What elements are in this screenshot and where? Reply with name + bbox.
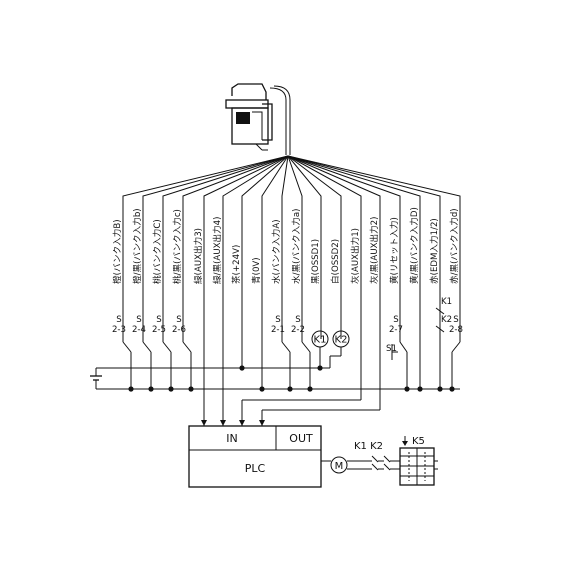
wire-1 [122, 155, 289, 332]
edm-k1-contact [435, 307, 445, 315]
junction-dot [188, 386, 194, 392]
plc-title: PLC [245, 462, 266, 475]
arrow [259, 420, 265, 426]
motor-symbol: M [335, 461, 344, 472]
wire-9 [281, 155, 289, 332]
relay-k1: K1 [311, 330, 329, 348]
wire-fan [122, 155, 461, 420]
wire-1-label: 橙(バンク入力B) [111, 219, 123, 284]
wire-7 [241, 155, 289, 368]
junction-dot [307, 386, 313, 392]
wire-10-label: 水/黒(バンク入力a) [290, 209, 302, 284]
relay-k2-label: K2 [335, 335, 348, 346]
junction-dot [239, 365, 245, 371]
plc-out-label: OUT [289, 432, 313, 445]
edm-k2-label: K2 [441, 315, 452, 325]
wire-15 [287, 155, 401, 332]
wire-2-label: 橙/黒(バンク入力b) [131, 208, 143, 284]
plc-in-label: IN [226, 432, 237, 445]
lower-wiring [96, 307, 461, 462]
wire-14-label: 灰/黒(AUX出力2) [368, 217, 380, 285]
switch-blade [122, 341, 132, 353]
switch-blade [162, 341, 172, 353]
relay-k1-label: K1 [314, 335, 327, 346]
plc-box: IN OUT PLC [188, 425, 322, 488]
k5-block: K5 [399, 436, 438, 486]
switch-blade [301, 341, 311, 353]
wire-2 [142, 155, 289, 332]
wire-18 [287, 155, 461, 332]
wire-4 [182, 155, 289, 332]
switch-blade [451, 341, 461, 353]
wire-15-label: 黄(リセット入力) [388, 217, 400, 284]
junction-dot [404, 386, 410, 392]
switch-blade [281, 341, 291, 353]
wire-10 [287, 155, 303, 332]
junction-dot [148, 386, 154, 392]
arrow [239, 420, 245, 426]
junction-dot [168, 386, 174, 392]
junction-dot [417, 386, 423, 392]
wire-5 [203, 155, 289, 420]
junction-dot [449, 386, 455, 392]
arrow [220, 420, 226, 426]
wire-13-label: 灰(AUX出力1) [349, 228, 361, 284]
switch-blade [142, 341, 152, 353]
wire-8 [261, 155, 289, 389]
wire-17-label: 赤(EDM入力1/2) [428, 218, 440, 284]
motor-circuit: M K1 K2 [330, 441, 400, 474]
arrow [201, 420, 207, 426]
switch-blade [399, 341, 408, 353]
junction-dot [128, 386, 134, 392]
sensor-device [225, 83, 291, 155]
wire-13 [287, 155, 362, 400]
wire-12-label: 白(OSSD2) [329, 239, 341, 284]
wire-7-label: 茶(+24V) [230, 245, 242, 284]
edm-k1-label: K1 [441, 297, 452, 307]
wire-12 [287, 155, 342, 339]
wire-4-label: 桃/黒(バンク入力c) [171, 209, 183, 284]
wire-18-label: 赤/黒(バンク入力d) [448, 208, 460, 284]
relay-k2: K2 [332, 330, 350, 348]
k5-label: K5 [412, 436, 425, 447]
wire-14 [287, 155, 381, 410]
edm-k2-contact [435, 325, 445, 333]
wire-11-label: 黒(OSSD1) [310, 239, 321, 284]
s1-label: S1 [386, 344, 397, 354]
junction-dot [317, 365, 323, 371]
wire-16-label: 黄/黒(バンク入力D) [408, 207, 420, 284]
motor-contacts-label: K1 K2 [354, 441, 383, 452]
switch-blade [182, 341, 192, 353]
wire-3-label: 桃(バンク入力C) [151, 219, 163, 284]
wire-5-label: 緑(AUX出力3) [192, 228, 204, 284]
junction-dot [437, 386, 443, 392]
wire-11 [287, 155, 322, 339]
wire-16 [287, 155, 421, 389]
wire-labels: 橙(バンク入力B) 橙/黒(バンク入力b) 桃(バンク入力C) 桃/黒(バンク入力c)… [111, 207, 460, 284]
junction-dot [259, 386, 265, 392]
wire-3 [162, 155, 289, 332]
wire-8-label: 青(0V) [250, 257, 262, 284]
power-supply [90, 368, 102, 389]
wire-17 [287, 155, 441, 332]
junction-dot [287, 386, 293, 392]
wire-9-label: 水(バンク入力A) [270, 219, 282, 284]
wire-6 [222, 155, 289, 410]
wire-6-label: 緑/黒(AUX出力4) [211, 217, 223, 285]
